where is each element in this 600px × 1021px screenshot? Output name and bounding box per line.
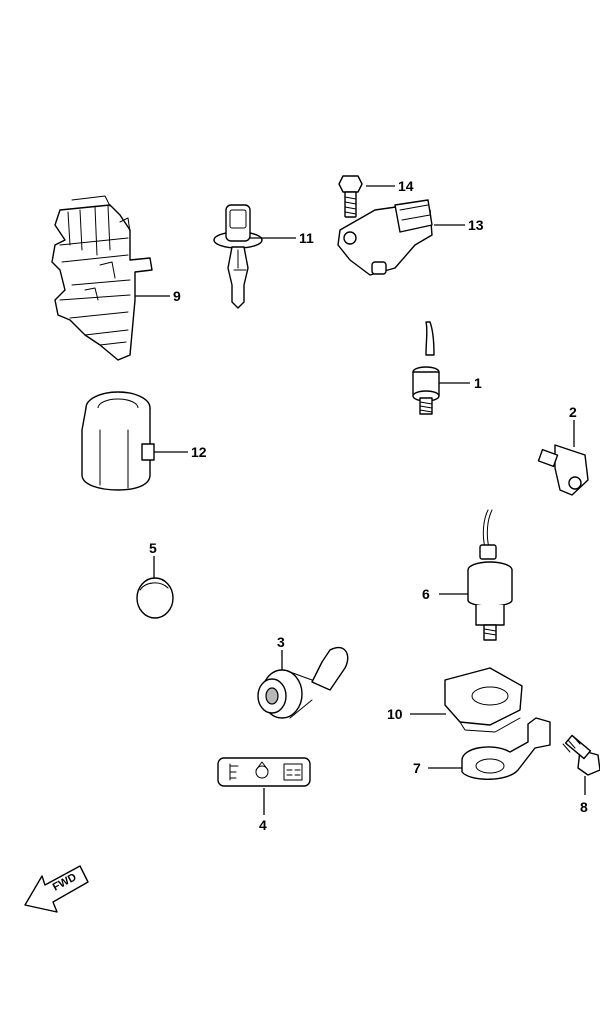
callout-labels: 14 13 11 9 1 2 12 5 6 3 10 7 8 4	[149, 178, 588, 833]
callout-4: 4	[259, 817, 267, 833]
part-4-label	[217, 757, 311, 787]
part-5-plug	[136, 577, 174, 619]
part-11-sensor	[213, 204, 263, 309]
callout-1: 1	[474, 375, 482, 391]
callout-2: 2	[569, 404, 577, 420]
part-9-bracket	[51, 195, 153, 361]
callout-11: 11	[299, 230, 314, 246]
callout-6: 6	[422, 586, 430, 602]
part-1-sensor	[412, 321, 440, 415]
callout-8: 8	[580, 799, 588, 815]
fwd-arrow: FWD	[24, 865, 89, 913]
leader-lines	[135, 185, 586, 815]
part-10-gasket	[444, 667, 523, 733]
part-14-bolt	[338, 175, 363, 218]
callout-3: 3	[277, 634, 285, 650]
callout-14: 14	[398, 178, 414, 194]
callout-7: 7	[413, 760, 421, 776]
part-6-switch	[467, 509, 513, 641]
callout-9: 9	[173, 288, 181, 304]
callout-5: 5	[149, 540, 157, 556]
part-7-bracket	[461, 717, 551, 780]
part-8-bolt	[562, 734, 600, 776]
callout-12: 12	[191, 444, 207, 460]
part-13-sensor	[337, 199, 433, 276]
part-12-boot	[81, 391, 155, 491]
callout-13: 13	[468, 217, 484, 233]
part-3-grommet	[257, 646, 349, 719]
callout-10: 10	[387, 706, 403, 722]
part-2-sensor	[537, 444, 589, 496]
